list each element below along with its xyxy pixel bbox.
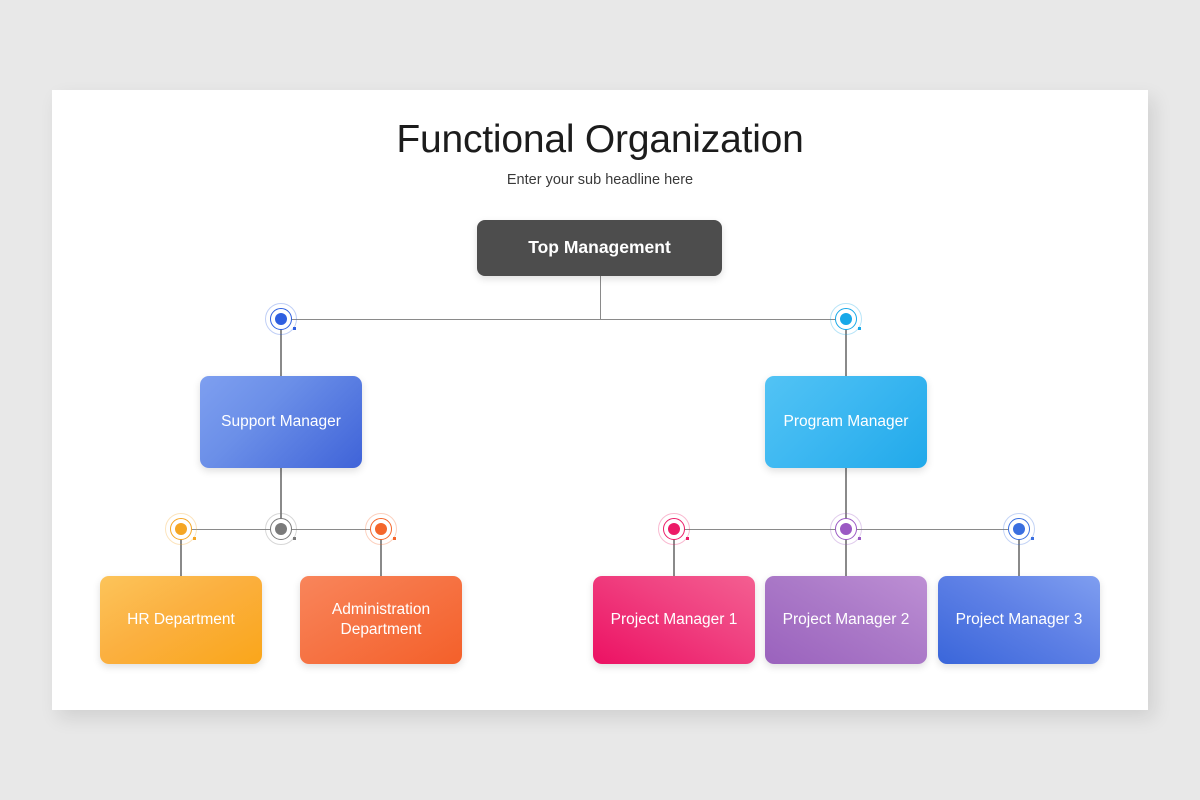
connector-junction-to-admin	[380, 529, 382, 577]
connector-node-dot	[275, 523, 287, 535]
connector-junction-to-pm1	[673, 529, 675, 577]
connector-bus-to-program	[845, 319, 847, 376]
page-subtitle: Enter your sub headline here	[506, 172, 694, 188]
page-title: Functional Organization	[396, 118, 804, 161]
connector-node-halo	[265, 513, 297, 545]
connector-node-halo	[830, 303, 862, 335]
box-hr-department[interactable]: HR Department	[100, 576, 262, 664]
slide-canvas: Functional Organization Enter your sub h…	[52, 90, 1148, 710]
connector-node-dot	[1013, 523, 1025, 535]
box-project-manager-2[interactable]: Project Manager 2	[765, 576, 927, 664]
connector-node-halo	[658, 513, 690, 545]
connector-support-to-junction	[280, 468, 282, 529]
connector-node-dot	[275, 313, 287, 325]
connector-node-administration-department[interactable]	[365, 513, 397, 545]
connector-node-tick	[193, 537, 196, 540]
connector-junction-to-pm3	[1018, 529, 1020, 577]
connector-node-tick	[1031, 537, 1034, 540]
connector-node-halo	[1003, 513, 1035, 545]
connector-bus-to-support	[280, 319, 282, 376]
connector-node-halo	[365, 513, 397, 545]
connector-node-tick	[686, 537, 689, 540]
connector-node-tick	[293, 327, 296, 330]
connector-node-halo	[265, 303, 297, 335]
connector-node-tick	[858, 327, 861, 330]
box-support-manager[interactable]: Support Manager	[200, 376, 362, 468]
connector-junction-to-pm2	[845, 529, 847, 577]
connector-node-tick	[293, 537, 296, 540]
box-administration-department[interactable]: Administration Department	[300, 576, 462, 664]
connector-node-dot	[375, 523, 387, 535]
connector-node-dot	[840, 523, 852, 535]
connector-node-project-manager-1[interactable]	[658, 513, 690, 545]
connector-node-halo	[165, 513, 197, 545]
box-top-management[interactable]: Top Management	[477, 220, 722, 276]
connector-node-junction-support[interactable]	[265, 513, 297, 545]
connector-node-project-manager-3[interactable]	[1003, 513, 1035, 545]
connector-node-dot	[175, 523, 187, 535]
connector-node-tick	[858, 537, 861, 540]
connector-junction-to-hr	[180, 529, 182, 577]
connector-node-program-manager[interactable]	[830, 303, 862, 335]
box-project-manager-3[interactable]: Project Manager 3	[938, 576, 1100, 664]
connector-node-hr-department[interactable]	[165, 513, 197, 545]
box-project-manager-1[interactable]: Project Manager 1	[593, 576, 755, 664]
connector-node-dot	[840, 313, 852, 325]
connector-node-tick	[393, 537, 396, 540]
connector-top-to-bus	[599, 275, 601, 319]
connector-program-to-junction	[845, 468, 847, 529]
connector-node-dot	[668, 523, 680, 535]
connector-node-halo	[830, 513, 862, 545]
connector-node-junction-program[interactable]	[830, 513, 862, 545]
connector-level1-bus	[281, 318, 846, 320]
box-program-manager[interactable]: Program Manager	[765, 376, 927, 468]
connector-node-support-manager[interactable]	[265, 303, 297, 335]
